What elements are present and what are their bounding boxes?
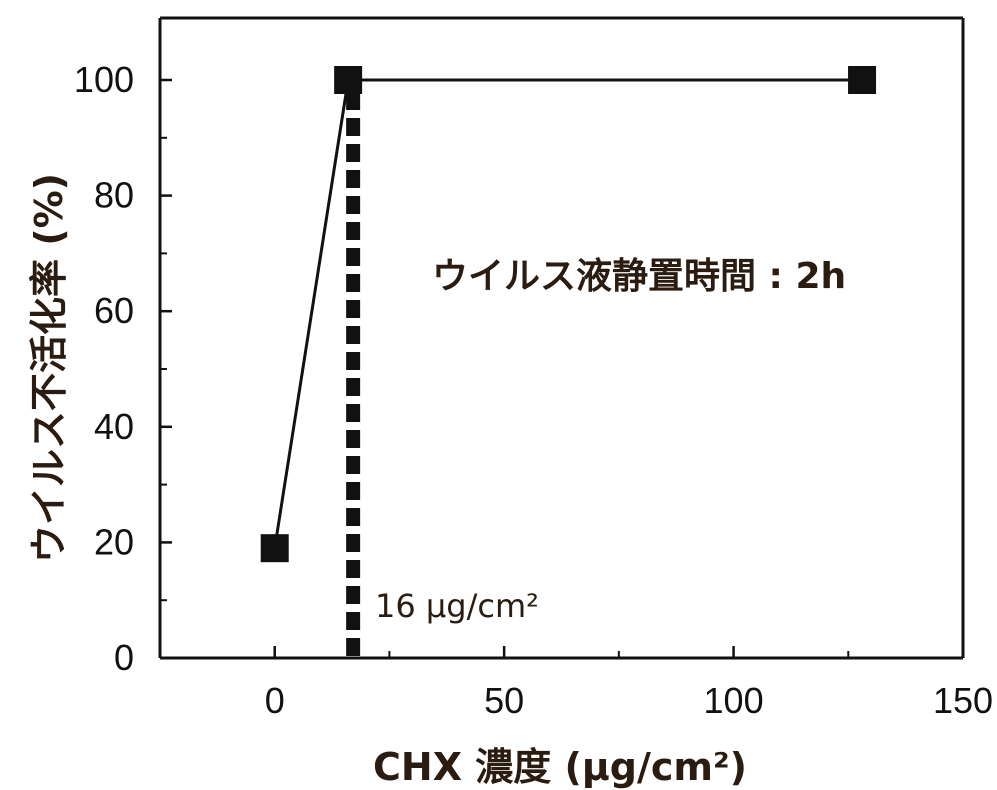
y-tick-label: 80 (94, 175, 134, 216)
series-line (273, 78, 863, 549)
text-layer: ウイルス液静置時間 : 2h 16 μg/cm² CHX 濃度 (μg/cm²)… (27, 173, 846, 789)
y-tick-label: 40 (94, 406, 134, 447)
y-tick-label: 20 (94, 521, 134, 562)
y-tick-label: 0 (114, 637, 134, 678)
y-tick-label: 100 (74, 59, 134, 100)
axes: 0 20 40 60 80 100 0 50 100 150 (74, 16, 993, 721)
x-tick-label: 50 (484, 680, 524, 721)
series-layer (260, 66, 877, 563)
duration-annotation: ウイルス液静置時間 : 2h (432, 256, 846, 297)
data-point-marker (848, 66, 877, 94)
y-axis-title: ウイルス不活化率 (%) (27, 173, 71, 563)
x-axis-title: CHX 濃度 (μg/cm²) (373, 745, 747, 789)
data-point-marker (260, 534, 289, 563)
data-point-marker (334, 66, 363, 94)
x-tick-label: 0 (265, 680, 285, 721)
reference-line-label: 16 μg/cm² (375, 587, 539, 625)
x-tick-label: 100 (704, 680, 764, 721)
x-tick-label: 150 (933, 680, 993, 721)
y-tick-label: 60 (94, 290, 134, 331)
